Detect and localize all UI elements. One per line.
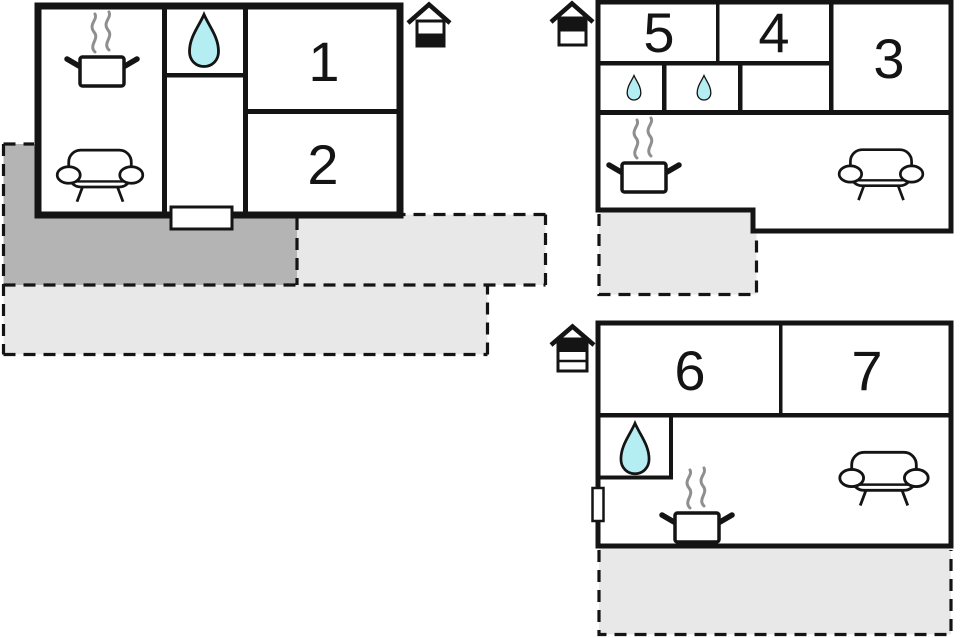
room-label-6: 6 — [674, 339, 705, 402]
terrace-dashed-border — [1, 142, 548, 357]
house-level-indicator-icon-plan1 — [406, 1, 452, 48]
floor-plan-2: 5 4 3 — [595, 0, 954, 234]
room-label-4: 4 — [758, 1, 789, 64]
floor-plan-3: 6 7 — [591, 320, 954, 549]
active-level-top — [558, 339, 587, 352]
terrace-dashed-border — [597, 550, 953, 637]
terrace-open-area-lower — [3, 285, 488, 355]
interior-walls — [600, 4, 951, 115]
building-outline — [595, 320, 954, 549]
terrace-area — [599, 212, 757, 295]
room-label-7: 7 — [851, 339, 882, 402]
floor-plan-1: 1 2 — [34, 2, 404, 231]
terrace-area — [599, 548, 951, 635]
entrance-door — [169, 205, 234, 231]
room-label-3: 3 — [873, 27, 904, 90]
interior-walls — [162, 5, 403, 216]
house-level-indicator-icon-plan3 — [549, 323, 596, 373]
room-label-5: 5 — [643, 1, 674, 64]
house-roof — [549, 0, 595, 24]
terrace-plan2 — [597, 212, 759, 297]
room-label-2: 2 — [307, 133, 338, 196]
active-level-upper — [559, 18, 586, 32]
interior-walls — [600, 325, 949, 480]
terrace-open-area-right — [297, 214, 546, 285]
active-level-lower — [417, 33, 444, 46]
house-roof — [406, 1, 452, 25]
room-label-1: 1 — [308, 30, 339, 93]
entrance-door — [591, 486, 605, 523]
terrace-plan3 — [597, 548, 953, 637]
terrace-dashed-border — [597, 214, 759, 297]
house-level-indicator-icon-plan2 — [549, 0, 595, 47]
